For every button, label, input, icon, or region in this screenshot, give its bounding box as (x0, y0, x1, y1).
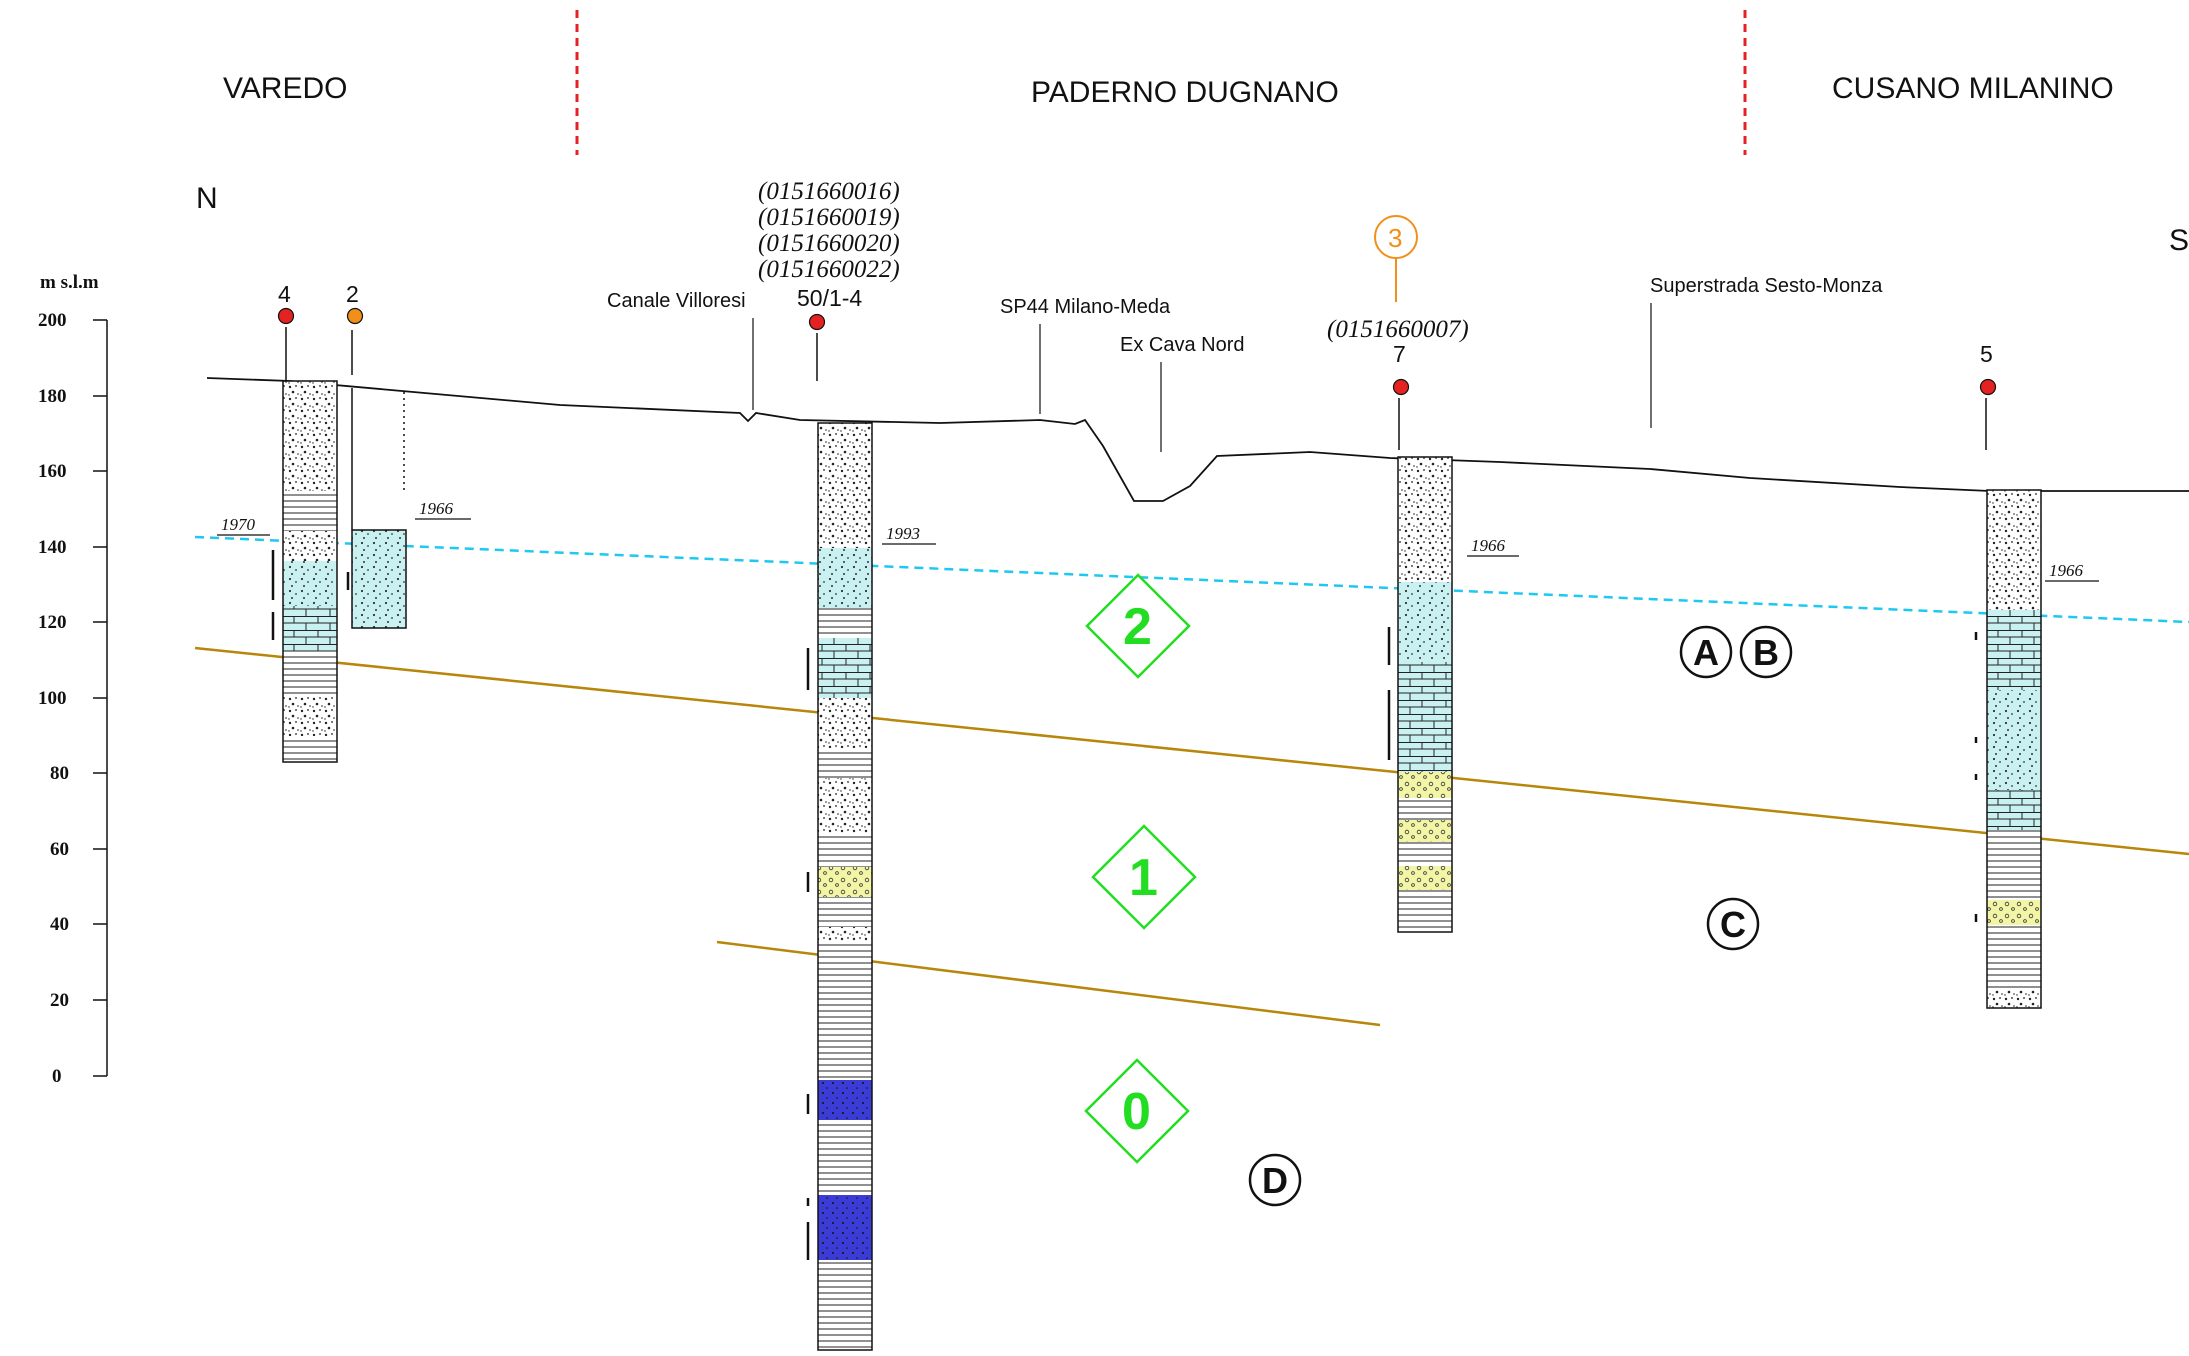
axis-tick-label: 140 (38, 537, 67, 558)
axis-tick-label: 80 (50, 763, 69, 784)
aquifer-circle-c: C (1706, 897, 1760, 951)
landmark-canale-villoresi: Canale Villoresi (607, 290, 746, 312)
unit-label: 2 (1123, 598, 1152, 656)
water-level-year: 1966 (419, 499, 454, 518)
unit-label: 0 (1122, 1083, 1151, 1141)
well-marker-50[interactable] (808, 313, 826, 331)
aquifer-circle-a: A (1679, 625, 1733, 679)
water-level-year: 1993 (886, 524, 920, 543)
unit-marker-0: 0 (1084, 1058, 1190, 1164)
well-number-5: 5 (1980, 341, 1993, 367)
aquifer-label: D (1262, 1160, 1288, 1201)
section-ref-label: 3 (1388, 223, 1402, 253)
axis-tick-label: 120 (38, 612, 67, 633)
well-code: (0151660016) (758, 178, 900, 205)
well-code: (0151660007) (1327, 316, 1469, 343)
aquifer-label: B (1753, 632, 1779, 673)
axis-tick-label: 160 (38, 461, 67, 482)
borehole-log-4 (282, 380, 338, 763)
well-number-7: 7 (1393, 341, 1406, 367)
region-label-varedo: VAREDO (223, 72, 347, 105)
axis-tick-label: 200 (38, 310, 67, 331)
south-label: S (2169, 224, 2189, 257)
water-level-year: 1966 (2049, 561, 2084, 580)
landmark-sp44: SP44 Milano-Meda (1000, 296, 1171, 318)
boundary-line-upper (194, 646, 2189, 856)
axis-tick-label: 40 (50, 914, 69, 935)
aquifer-label: C (1720, 904, 1746, 945)
region-label-paderno: PADERNO DUGNANO (1031, 76, 1339, 109)
water-table-line (194, 535, 2189, 624)
unit-marker-2: 2 (1085, 573, 1191, 679)
well-number-4: 4 (278, 281, 291, 307)
unit-marker-1: 1 (1091, 824, 1197, 930)
borehole-log-7 (1397, 456, 1453, 933)
axis-ticks (93, 319, 107, 1077)
well-marker-4[interactable] (277, 307, 295, 325)
ground-surface (206, 377, 2189, 502)
aquifer-label: A (1693, 632, 1719, 673)
region-label-cusano: CUSANO MILANINO (1832, 72, 2114, 105)
well-code: (0151660020) (758, 230, 900, 257)
unit-label: 1 (1129, 849, 1158, 907)
well-code: (0151660019) (758, 204, 900, 231)
axis-tick-label: 180 (38, 386, 67, 407)
axis-tick-label: 20 (50, 990, 69, 1011)
screen-intervals (271, 550, 1978, 1260)
aquifer-circle-b: B (1739, 625, 1793, 679)
boundary-line-lower (716, 940, 1381, 1027)
well-number-50: 50/1-4 (797, 285, 862, 311)
borehole-log-50 (817, 422, 873, 1351)
axis-tick-label: 60 (50, 839, 69, 860)
axis-tick-label: 100 (38, 688, 67, 709)
well-marker-5[interactable] (1979, 378, 1997, 396)
axis-tick-label: 0 (52, 1066, 62, 1087)
well-code: (0151660022) (758, 256, 900, 283)
well-marker-2[interactable] (346, 307, 364, 325)
borehole-log-2 (351, 529, 407, 629)
well-number-2: 2 (346, 281, 359, 307)
landmark-superstrada: Superstrada Sesto-Monza (1650, 275, 1883, 297)
landmark-ex-cava-nord: Ex Cava Nord (1120, 334, 1245, 356)
aquifer-circle-d: D (1248, 1153, 1302, 1207)
borehole-log-5 (1986, 489, 2042, 1009)
water-level-year: 1970 (221, 515, 256, 534)
axis-title: m s.l.m (40, 272, 99, 293)
water-level-year: 1966 (1471, 536, 1506, 555)
well-marker-7[interactable] (1392, 378, 1410, 396)
north-label: N (196, 182, 218, 215)
